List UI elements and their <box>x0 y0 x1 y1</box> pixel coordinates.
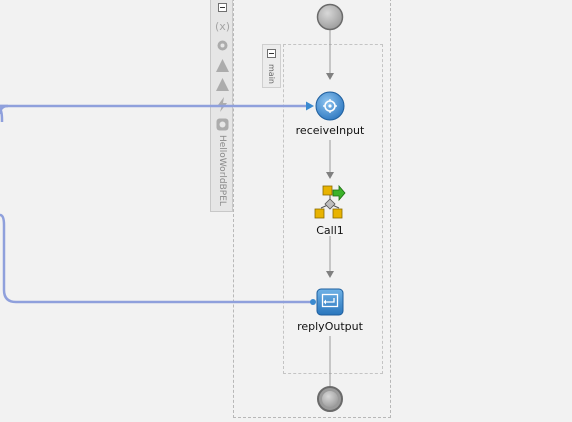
collapse-process-button[interactable] <box>218 3 227 12</box>
call1-label: Call1 <box>316 224 344 237</box>
process-scope <box>233 0 391 418</box>
gear-icon <box>323 99 337 113</box>
reply-icon <box>321 293 339 308</box>
correlation-gear-icon[interactable] <box>215 38 230 53</box>
start-node[interactable] <box>316 3 344 31</box>
partner-link-connector[interactable] <box>0 101 316 306</box>
catch-all-icon[interactable] <box>215 77 230 92</box>
receive-input-activity[interactable] <box>315 91 345 121</box>
collapse-main-button[interactable] <box>267 49 276 58</box>
reply-output-activity[interactable] <box>316 288 344 316</box>
event-handler-icon[interactable] <box>215 97 230 112</box>
fault-handler-icon[interactable] <box>215 58 230 73</box>
end-node[interactable] <box>317 386 343 412</box>
main-scope <box>283 44 383 374</box>
alarm-icon[interactable] <box>215 117 230 132</box>
variables-icon[interactable]: (x) <box>215 18 230 33</box>
main-scope-label: main <box>267 64 276 84</box>
svg-text:(x): (x) <box>215 20 230 33</box>
reply-output-label: replyOutput <box>297 320 363 333</box>
sequence-links <box>326 30 334 386</box>
call1-activity[interactable] <box>314 184 346 219</box>
flow-icon <box>314 184 346 219</box>
receive-input-label: receiveInput <box>295 124 365 137</box>
main-scope-tab[interactable]: main <box>262 44 281 88</box>
process-name-label: HelloWorldBPEL <box>217 135 227 206</box>
